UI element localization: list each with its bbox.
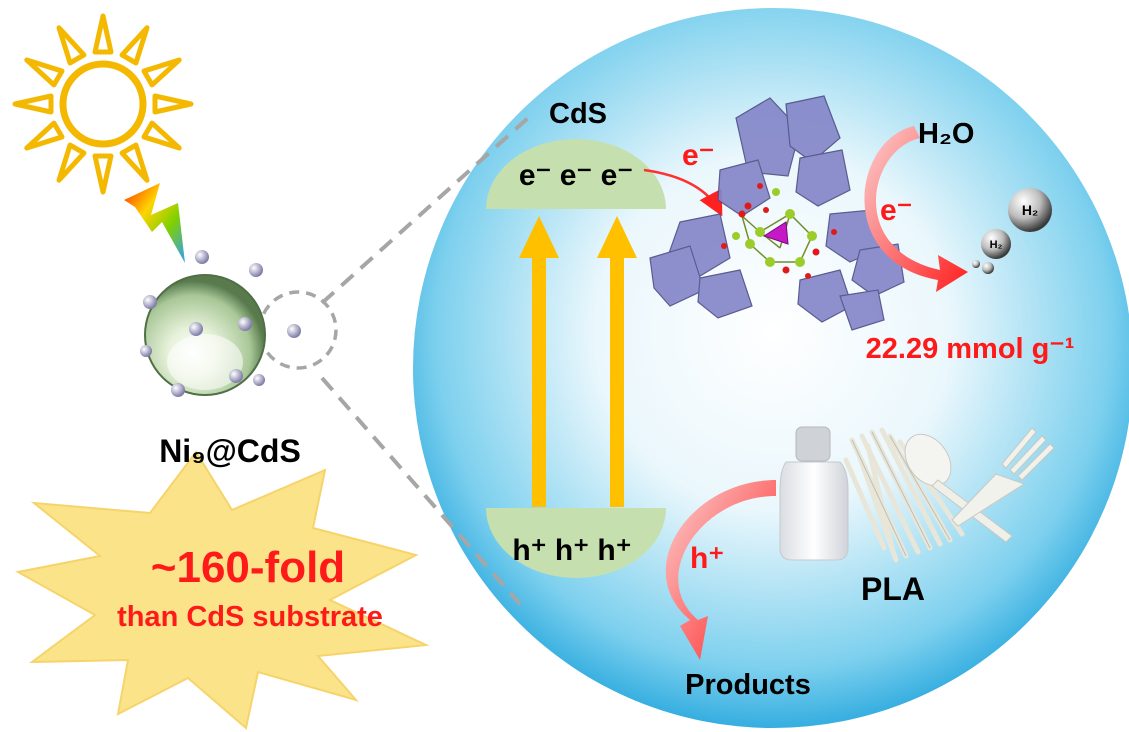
- h2-small-label: H₂: [990, 239, 1003, 251]
- products-label: Products: [685, 669, 811, 701]
- hole-oxidation-arrow: [665, 480, 776, 660]
- hole-label: h⁺ h⁺ h⁺: [512, 534, 631, 567]
- polyoxometalate-cluster-icon: [649, 95, 905, 331]
- lightning-icon: [124, 183, 185, 263]
- catalyst-sphere-icon: [140, 250, 301, 397]
- sun-icon: [12, 13, 194, 195]
- starburst: [15, 450, 430, 730]
- h2o-label: H₂O: [918, 118, 974, 150]
- valence-band: [486, 508, 666, 578]
- excitation-arrows: [519, 216, 637, 507]
- enhancement-sublabel: than CdS substrate: [117, 601, 383, 633]
- h2-large-label: H₂: [1022, 202, 1038, 218]
- hole-transfer-label: h⁺: [690, 542, 724, 575]
- conduction-band: [486, 139, 666, 209]
- bottle-icon: [779, 426, 849, 561]
- pla-label: PLA: [861, 571, 925, 607]
- enhancement-label: ~160-fold: [151, 543, 345, 592]
- h2o-reduction-arrow: [864, 126, 968, 292]
- cds-label: CdS: [549, 98, 607, 130]
- reduction-electron-label: e⁻: [880, 194, 913, 227]
- h2-bubble-icon: [972, 188, 1052, 274]
- electron-label: e⁻ e⁻ e⁻: [519, 159, 633, 192]
- catalyst-label: Ni₉@CdS: [159, 433, 301, 469]
- h2-rate-label: 22.29 mmol g⁻¹: [866, 333, 1075, 365]
- electron-transfer-arrow: [643, 168, 723, 217]
- fork-icon: [951, 427, 1055, 527]
- electron-transfer-label: e⁻: [682, 139, 715, 172]
